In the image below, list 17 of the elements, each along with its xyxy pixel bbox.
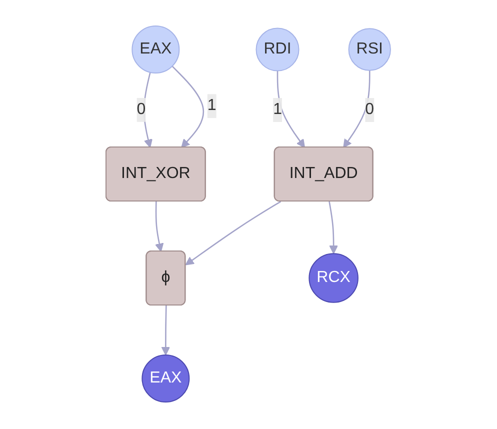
arrow	[277, 71, 306, 148]
edge-label: 0	[365, 102, 374, 118]
node-circle: RSI	[348, 28, 392, 72]
node-circle: EAX	[142, 355, 190, 404]
node-circle: RCX	[308, 254, 359, 304]
node-circle: EAX	[132, 26, 180, 74]
arrow	[172, 66, 204, 148]
arrow	[162, 306, 170, 356]
arrow	[186, 201, 282, 266]
edge-label: 1	[273, 102, 282, 118]
edge-label: 0	[137, 101, 146, 118]
node-circle: RDI	[256, 28, 300, 72]
arrow	[155, 202, 164, 252]
arrow	[144, 72, 153, 148]
edge-label: 1	[208, 98, 217, 115]
arrow	[343, 70, 371, 148]
arrow	[328, 202, 338, 254]
